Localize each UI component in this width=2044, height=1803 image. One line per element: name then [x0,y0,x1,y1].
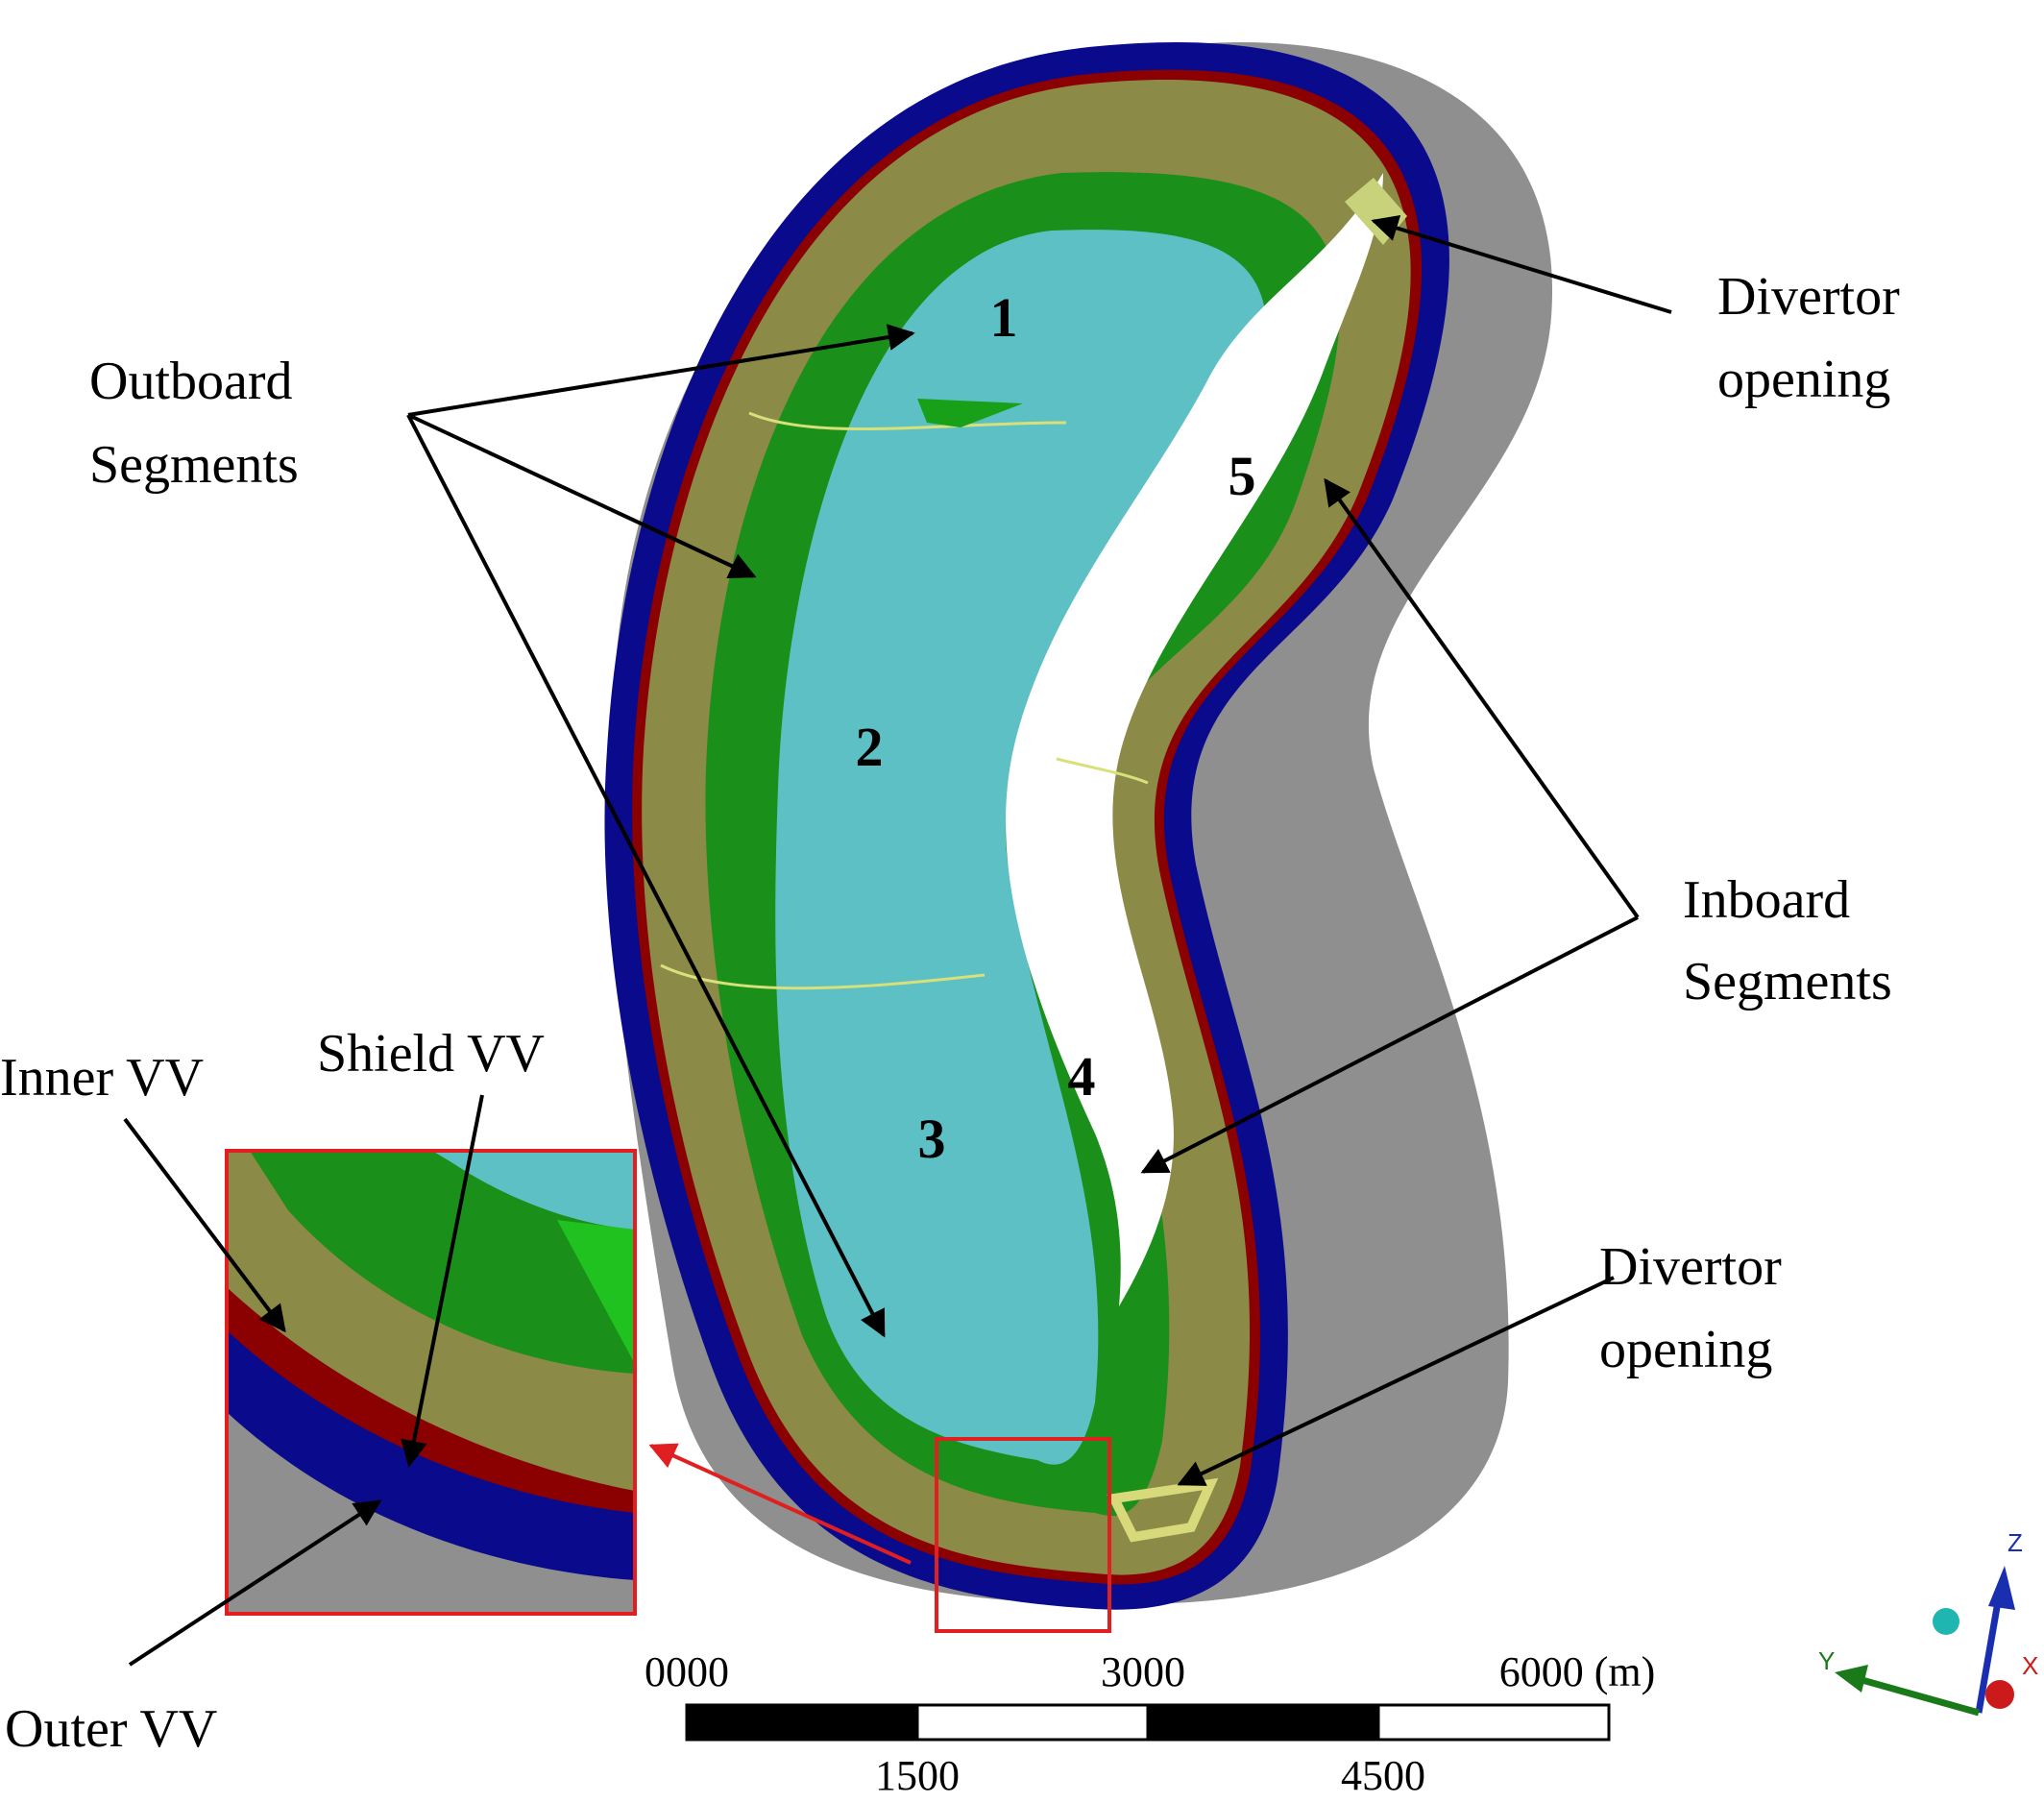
label-inboard-line2: Segments [1683,952,1892,1011]
scale-bar: 0000 3000 6000 (m) 1500 4500 [645,1648,1655,1799]
scale-seg-2 [915,1703,1150,1742]
inset-outer-vv [227,1326,635,1580]
arrow-inboard-to-5 [1324,477,1640,919]
labels: Outboard Segments Divertor opening Inboa… [0,267,1900,1759]
divertor-opening-bottom [1107,1477,1219,1543]
segment-seam-1-2 [748,411,1067,431]
arrow-inboard-to-4 [1140,915,1639,1174]
label-shield-vv: Shield VV [317,1024,545,1084]
arrow-divertor-bottom [1177,1276,1615,1486]
axis-z-label: Z [2008,1528,2023,1557]
segment-number-5: 5 [1229,445,1256,507]
segment-number-1: 1 [990,286,1018,349]
segment-seam-4-5 [1056,757,1149,785]
zoom-source-box [935,1437,1111,1633]
arrow-shield-vv [401,1094,484,1468]
axis-origin-ball [1933,1608,1959,1635]
scale-seg-1 [685,1703,919,1742]
zoom-inset-frame [225,1149,637,1616]
label-inner-vv: Inner VV [0,1048,204,1108]
axis-y-label: Y [1818,1646,1835,1675]
scale-seg-4 [1376,1703,1611,1742]
segment-number-3: 3 [918,1108,946,1170]
arrow-outboard-to-3 [406,414,886,1338]
axis-x-ball [1985,1680,2014,1709]
label-divertor-bottom-line1: Divertor [1599,1237,1782,1297]
arrow-outer-vv [128,1499,382,1667]
scale-tick-3000: 3000 [1101,1648,1185,1695]
label-divertor-top-line1: Divertor [1717,267,1900,327]
plasma-opening [1006,173,1383,1306]
label-outer-vv: Outer VV [5,1699,217,1759]
scale-tick-6000: 6000 (m) [1499,1648,1656,1695]
axis-y-head [1835,1665,1868,1693]
zoom-arrow [648,1443,912,1565]
callout-arrows [123,214,1672,1667]
label-divertor-top-line2: opening [1717,350,1890,409]
segment-numbers: 1 2 3 4 5 [856,286,1256,1170]
scale-tick-1500: 1500 [875,1752,960,1799]
segment-number-2: 2 [856,716,884,778]
vessel-model [604,41,1553,1610]
scale-seg-3 [1146,1703,1380,1742]
label-divertor-bottom-line2: opening [1599,1320,1772,1379]
inset-divertor [557,1220,635,1364]
segment-seam-2-3 [660,963,986,990]
label-outboard-line1: Outboard [89,352,293,411]
scale-tick-4500: 4500 [1341,1752,1425,1799]
inset-inner-vv [227,1278,635,1513]
arrow-outboard-to-2 [407,413,757,579]
label-outboard-line2: Segments [89,435,299,495]
zoom-inset [227,1151,635,1614]
axis-y-shaft [1858,1675,1980,1717]
arrow-inner-vv [123,1117,286,1333]
axis-z-head [1988,1566,2015,1610]
axis-triad: Z Y X [1818,1528,2038,1717]
arrow-divertor-top [1371,214,1672,314]
label-inboard-line1: Inboard [1683,870,1850,930]
arrow-outboard-to-1 [407,324,915,417]
scale-tick-0: 0000 [645,1648,729,1695]
axis-x-label: X [2022,1651,2038,1680]
port-patch [917,399,1023,427]
segment-number-4: 4 [1068,1045,1096,1108]
inset-first-wall [432,1151,635,1230]
